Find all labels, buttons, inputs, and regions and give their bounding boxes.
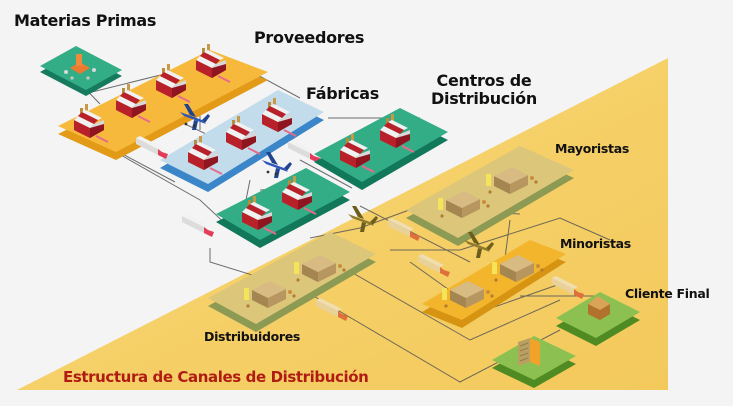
label-centros-distribucion: Centros de Distribución xyxy=(428,71,540,109)
label-cliente-final: Cliente Final xyxy=(625,286,710,301)
suppliers-platform xyxy=(58,43,268,160)
label-centros-line1: Centros de xyxy=(436,71,532,90)
wholesalers-platform xyxy=(406,146,574,246)
raw-materials-icon xyxy=(64,54,96,80)
distributors-platform xyxy=(208,232,376,332)
factories-platform xyxy=(160,90,324,192)
label-distribuidores: Distribuidores xyxy=(204,329,301,344)
retailers-platform xyxy=(422,240,566,328)
truck-icon xyxy=(182,214,214,237)
label-proveedores: Proveedores xyxy=(254,28,365,47)
label-fabricas: Fábricas xyxy=(306,84,380,103)
distribution-centers-platform xyxy=(216,108,448,248)
final-customer-platform xyxy=(556,292,640,346)
label-mayoristas: Mayoristas xyxy=(555,141,629,156)
raw-materials-platform xyxy=(40,46,122,96)
house-icon xyxy=(588,296,610,320)
label-centros-line2: Distribución xyxy=(431,89,537,109)
channel-triangle-background xyxy=(17,58,668,390)
office-building-platform xyxy=(492,336,576,388)
label-materias-primas: Materias Primas xyxy=(14,11,157,30)
diagram-title: Estructura de Canales de Distribución xyxy=(63,368,369,386)
truck-icon xyxy=(288,140,320,163)
office-building-icon xyxy=(518,338,540,366)
airplane-icon xyxy=(262,152,292,178)
label-minoristas: Minoristas xyxy=(560,236,631,251)
